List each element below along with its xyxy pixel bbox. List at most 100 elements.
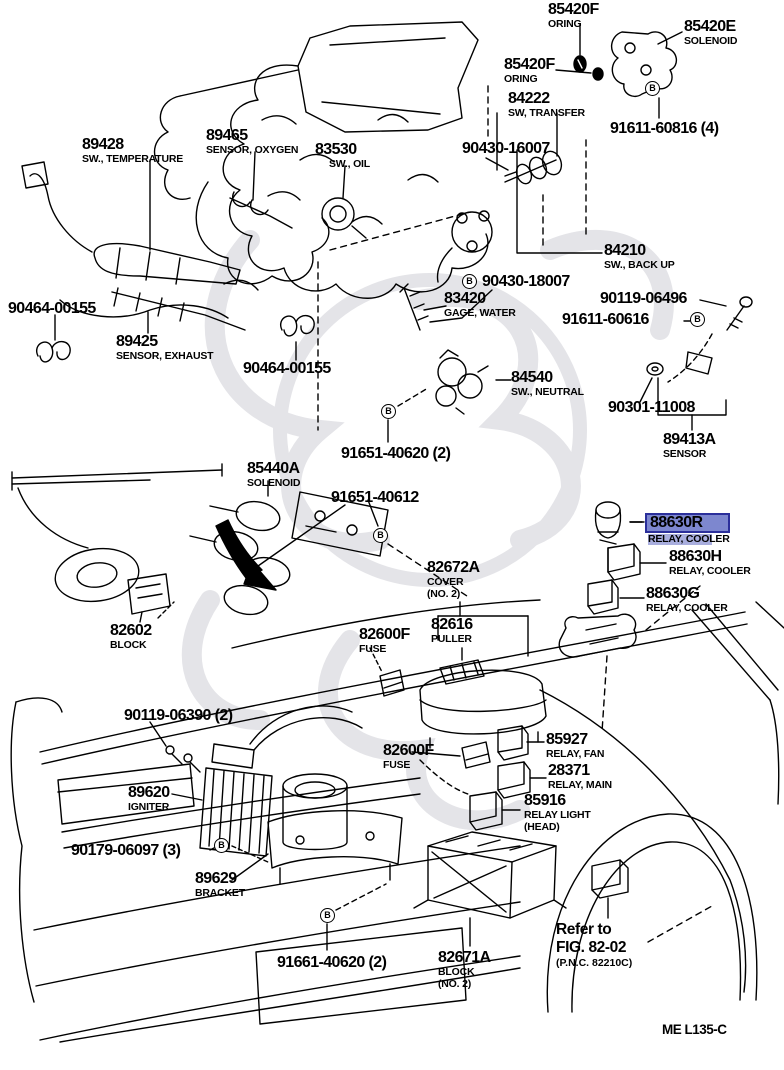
part-number: 83420 xyxy=(444,290,486,307)
part-number: 91651-40620 (2) xyxy=(341,445,451,462)
part-subname: IGNITER xyxy=(128,801,170,813)
part-number: 89413A xyxy=(663,431,716,448)
part-subname: FUSE xyxy=(359,643,387,655)
figure-code: ME L135-C xyxy=(662,1022,727,1037)
part-subname2: (HEAD) xyxy=(524,820,560,833)
part-subname: COVER xyxy=(427,576,464,588)
refer-note-line1: Refer to xyxy=(556,921,612,938)
part-subname2: (NO. 2) xyxy=(438,977,472,990)
part-number: 84210 xyxy=(604,242,646,259)
part-number: 85420F xyxy=(504,56,555,73)
part-number: 90464-00155 xyxy=(243,360,331,377)
part-subname: SOLENOID xyxy=(247,477,301,489)
refer-note-line3: (P.N.C. 82210C) xyxy=(556,956,633,969)
part-subname: SW, TRANSFER xyxy=(508,107,585,119)
part-label: 91651-40620 (2) xyxy=(341,445,451,462)
part-subname: SENSOR, OXYGEN xyxy=(206,144,299,156)
part-subname: BLOCK xyxy=(110,639,147,651)
part-number: 82600F xyxy=(383,742,434,759)
part-subname: RELAY LIGHT xyxy=(524,809,591,821)
bolt-marker-icon: B xyxy=(690,312,705,327)
part-number: 85440A xyxy=(247,460,300,477)
part-label: 90464-00155 xyxy=(243,361,331,377)
part-number: 88630R xyxy=(645,513,730,533)
part-subname: RELAY, COOLER xyxy=(646,602,728,614)
part-subname: FUSE xyxy=(383,759,411,771)
bolt-marker-icon: B xyxy=(373,528,388,543)
part-number: 90119-06390 (2) xyxy=(124,707,233,724)
part-number: 89428 xyxy=(82,136,124,153)
part-label: 90119-06390 (2) xyxy=(124,707,233,724)
part-number: 82616 xyxy=(431,616,473,633)
part-number: 91611-60816 (4) xyxy=(610,120,719,137)
part-label: 90179-06097 (3) xyxy=(71,842,181,859)
part-subname: PULLER xyxy=(431,633,472,645)
part-number: 91651-40612 xyxy=(331,489,419,506)
part-number: 82600F xyxy=(359,626,410,643)
part-label: 90301-11008 xyxy=(608,400,695,416)
part-subname: BRACKET xyxy=(195,887,245,899)
part-label: 90119-06496 xyxy=(600,291,687,307)
part-number: 90430-16007 xyxy=(462,140,550,157)
part-subname: BLOCK xyxy=(438,966,475,978)
bolt-marker-icon: B xyxy=(645,81,660,96)
part-subname: SW., NEUTRAL xyxy=(511,386,584,398)
part-number: 82671A xyxy=(438,949,491,966)
part-number: 85420E xyxy=(684,18,736,35)
part-number: 91661-40620 (2) xyxy=(277,954,387,971)
part-subname: SW., OIL xyxy=(329,158,370,170)
part-number: 89629 xyxy=(195,870,237,887)
part-label: 90464-00155 xyxy=(8,301,96,317)
part-number: 88630H xyxy=(669,548,722,565)
part-number: 89465 xyxy=(206,127,248,144)
part-subname: ORING xyxy=(504,73,538,85)
part-subname: SW., TEMPERATURE xyxy=(82,153,184,165)
part-label: 90430-16007 xyxy=(462,141,550,157)
part-subname: RELAY, FAN xyxy=(546,748,605,760)
part-subname: RELAY, MAIN xyxy=(548,779,612,791)
part-subname: RELAY, COOLER xyxy=(648,533,730,545)
bolt-marker-icon: B xyxy=(320,908,335,923)
part-number: 82672A xyxy=(427,559,480,576)
part-number: 89620 xyxy=(128,784,170,801)
part-number: 28371 xyxy=(548,762,590,779)
part-number: 84540 xyxy=(511,369,553,386)
part-number: 91611-60616 xyxy=(562,311,649,328)
part-number: 88630G xyxy=(646,585,700,602)
part-number: 90119-06496 xyxy=(600,290,687,307)
part-label: 91661-40620 (2) xyxy=(277,954,387,971)
part-number: 83530 xyxy=(315,141,357,158)
part-label: 91611-60816 (4) xyxy=(610,120,719,137)
bolt-marker-icon: B xyxy=(214,838,229,853)
part-subname: SENSOR xyxy=(663,448,707,460)
part-subname: SENSOR, EXHAUST xyxy=(116,350,214,362)
part-label: 91611-60616 xyxy=(562,312,649,328)
part-label: 91651-40612 xyxy=(331,490,419,506)
part-number: 90179-06097 (3) xyxy=(71,842,181,859)
part-label: 90430-18007 xyxy=(482,274,570,290)
part-subname: RELAY, COOLER xyxy=(669,565,751,577)
